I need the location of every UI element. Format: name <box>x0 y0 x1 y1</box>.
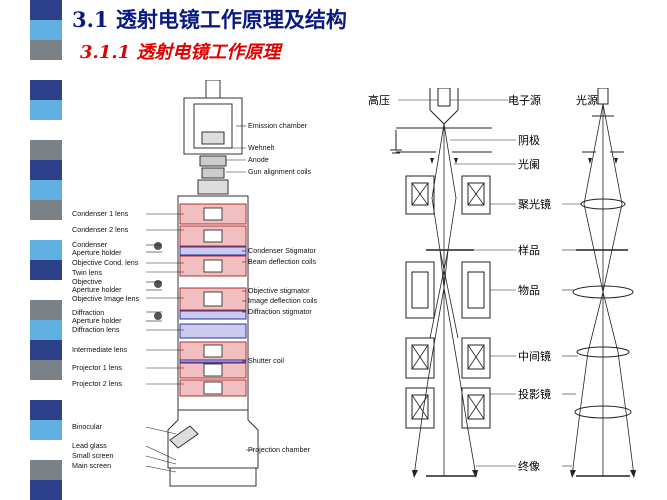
strip-block <box>30 200 62 220</box>
label-condenser-1-lens: Condenser 1 lens <box>72 209 129 218</box>
label-twin-lens: Twin lens <box>72 268 102 277</box>
label-projector-2-lens: Projector 2 lens <box>72 379 122 388</box>
strip-block <box>30 260 62 280</box>
strip-block <box>30 380 62 400</box>
strip-block <box>30 480 62 500</box>
page-title: 3.1 透射电镜工作原理及结构 <box>72 7 347 32</box>
label-objective-lens: 物品 <box>518 283 540 297</box>
tem-structure-diagram: Condenser 1 lens Condenser 2 lens Conden… <box>72 80 318 487</box>
label-aperture-holder-1: Aperture holder <box>72 248 122 257</box>
label-diffraction: Diffraction <box>72 308 104 317</box>
strip-block <box>30 240 62 260</box>
label-projector-1-lens: Projector 1 lens <box>72 363 122 372</box>
binocular <box>169 425 199 449</box>
label-shutter-coil: Shutter coil <box>248 356 284 365</box>
strip-block <box>30 460 62 480</box>
label-condenser: Condenser <box>72 240 108 249</box>
strip-block <box>30 40 62 60</box>
label-condenser-stigmator: Condenser Stigmator <box>248 246 317 255</box>
label-image-deflection-coils: Image deflection coils <box>248 296 318 305</box>
label-objective: Objective <box>72 277 102 286</box>
strip-block <box>30 100 62 120</box>
label-aperture-holder-3: Aperture holder <box>72 316 122 325</box>
page-subtitle: 3.1.1 透射电镜工作原理 <box>80 42 281 63</box>
electron-gun <box>437 88 451 107</box>
label-objective-stigmator: Objective stigmator <box>248 286 310 295</box>
label-emission-chamber: Emission chamber <box>248 121 308 130</box>
strip-block <box>30 80 62 100</box>
shutter-coil <box>179 359 247 364</box>
label-aperture-holder-2: Aperture holder <box>72 285 122 294</box>
label-gun-alignment-coils: Gun alignment coils <box>248 167 312 176</box>
label-main-screen: Main screen <box>72 461 111 470</box>
label-light-source: 光源 <box>576 93 598 107</box>
microscope-column <box>177 195 249 411</box>
gun-top <box>205 80 221 99</box>
objective-aperture-knob <box>154 280 162 288</box>
strip-block <box>30 220 62 240</box>
strip-block <box>30 120 62 140</box>
diffraction-aperture-knob <box>154 312 162 320</box>
strip-block <box>30 300 62 320</box>
label-final-image: 终像 <box>518 459 540 473</box>
diffraction-lens <box>179 323 247 339</box>
strip-block <box>30 440 62 460</box>
label-objective-image-lens: Objective Image lens <box>72 294 140 303</box>
label-small-screen: Small screen <box>72 451 114 460</box>
tem-principle-diagram: 高压 电子源 光源 阴极 光阑 聚光镜 样品 物品 中间镜 投影镜 终像 <box>368 88 636 478</box>
label-objective-cond-lens: Objective Cond. lens <box>72 258 139 267</box>
decorative-color-strip <box>0 0 62 500</box>
label-intermediate-lens: Intermediate lens <box>72 345 128 354</box>
electromagnetic-lenses <box>405 175 491 429</box>
strip-block <box>30 180 62 200</box>
label-electron-source: 电子源 <box>508 93 541 107</box>
strip-block <box>30 60 62 80</box>
emission-chamber-body <box>183 97 243 155</box>
label-projector-lens-cn: 投影镜 <box>518 387 551 401</box>
label-anode: Anode <box>248 155 269 164</box>
strip-block <box>30 160 62 180</box>
strip-block <box>30 420 62 440</box>
strip-block <box>30 20 62 40</box>
condenser-aperture-knob <box>154 242 162 250</box>
label-diffraction-lens: Diffraction lens <box>72 325 120 334</box>
label-condenser-lens: 聚光镜 <box>518 197 551 211</box>
label-lead-glass: Lead glass <box>72 441 107 450</box>
label-aperture: 光阑 <box>518 157 540 171</box>
label-wehnelt: Wehnelt <box>248 143 274 152</box>
objective-stigmator <box>179 310 247 320</box>
label-high-voltage: 高压 <box>368 93 390 107</box>
strip-block <box>30 320 62 340</box>
label-sample: 样品 <box>518 243 540 257</box>
label-diffraction-stigmator: Diffraction stigmator <box>248 307 312 316</box>
strip-block <box>30 340 62 360</box>
strip-block <box>30 140 62 160</box>
condenser-stigmator <box>179 246 247 256</box>
label-cathode: 阴极 <box>518 133 540 147</box>
label-condenser-2-lens: Condenser 2 lens <box>72 225 129 234</box>
strip-block <box>30 280 62 300</box>
light-source-bulb <box>597 88 609 105</box>
strip-block <box>30 360 62 380</box>
label-binocular: Binocular <box>72 422 103 431</box>
strip-block <box>30 400 62 420</box>
strip-block <box>30 0 62 20</box>
label-projection-chamber: Projection chamber <box>248 445 311 454</box>
label-beam-deflection-coils: Beam deflection coils <box>248 257 316 266</box>
label-intermediate-lens-cn: 中间镜 <box>518 349 551 363</box>
